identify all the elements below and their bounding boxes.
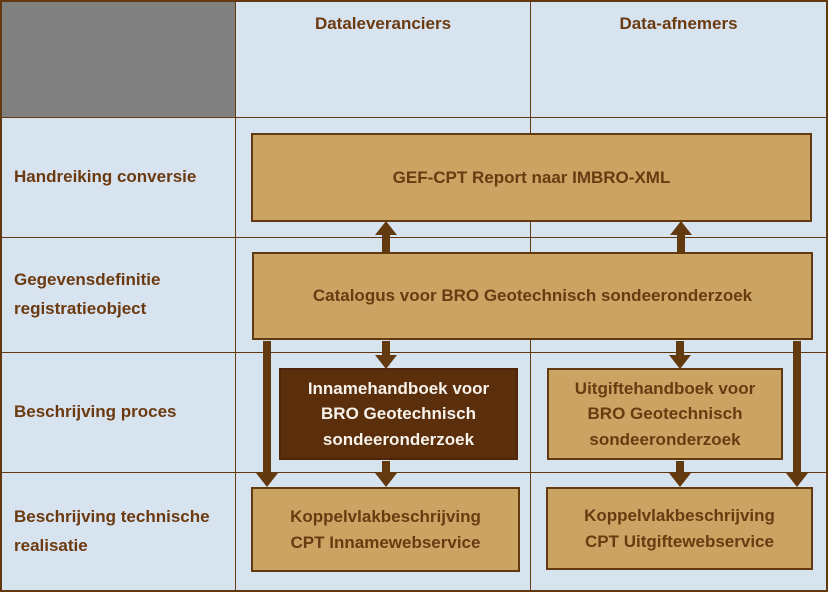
row-label-beschrijving-proces: Beschrijving proces xyxy=(2,353,235,472)
arrow-innamehandboek-to-koppelvlak-inname xyxy=(375,461,397,487)
arrow-shaft xyxy=(382,461,390,474)
arrow-head xyxy=(256,473,278,487)
row-label-gegevensdefinitie: Gegevensdefinitie registratieobject xyxy=(2,238,235,352)
arrow-shaft xyxy=(382,341,390,356)
arrow-shaft xyxy=(676,341,684,356)
arrow-catalogus-to-innamehandboek xyxy=(375,341,397,369)
arrow-shaft xyxy=(677,234,685,253)
arrow-catalogus-to-koppelvlak-inname xyxy=(256,341,278,487)
column-header-label: Data-afnemers xyxy=(619,14,738,33)
box-koppelvlak-uitgifte: Koppelvlakbeschrijving CPT Uitgiftewebse… xyxy=(546,487,813,570)
box-uitgiftehandboek: Uitgiftehandboek voor BRO Geotechnisch s… xyxy=(547,368,783,460)
arrow-catalogus-to-gef-left xyxy=(375,221,397,253)
column-header-dataleveranciers: Dataleveranciers xyxy=(236,2,530,117)
arrow-head xyxy=(375,355,397,369)
box-koppelvlak-inname: Koppelvlakbeschrijving CPT Innamewebserv… xyxy=(251,487,520,572)
arrow-head xyxy=(786,473,808,487)
row-label-technische-realisatie: Beschrijving technische realisatie xyxy=(2,473,235,590)
arrow-shaft xyxy=(382,234,390,253)
arrow-catalogus-to-uitgiftehandboek xyxy=(669,341,691,369)
arrow-head xyxy=(669,473,691,487)
arrow-shaft xyxy=(793,341,801,474)
box-innamehandboek: Innamehandboek voor BRO Geotechnisch son… xyxy=(279,368,518,460)
arrow-head xyxy=(375,221,397,235)
arrow-head xyxy=(669,355,691,369)
arrow-uitgiftehandboek-to-koppelvlak-uitgifte xyxy=(669,461,691,487)
arrow-shaft xyxy=(676,461,684,474)
arrow-catalogus-to-gef-right xyxy=(670,221,692,253)
arrow-head xyxy=(375,473,397,487)
box-gef-cpt-report: GEF-CPT Report naar IMBRO-XML xyxy=(251,133,812,222)
arrow-head xyxy=(670,221,692,235)
column-header-data-afnemers: Data-afnemers xyxy=(531,2,826,117)
arrow-catalogus-to-koppelvlak-uitgifte xyxy=(786,341,808,487)
arrow-shaft xyxy=(263,341,271,474)
column-header-label: Dataleveranciers xyxy=(314,14,452,33)
box-catalogus: Catalogus voor BRO Geotechnisch sondeero… xyxy=(252,252,813,340)
corner-cell xyxy=(2,2,235,117)
row-label-handreiking-conversie: Handreiking conversie xyxy=(2,118,235,237)
